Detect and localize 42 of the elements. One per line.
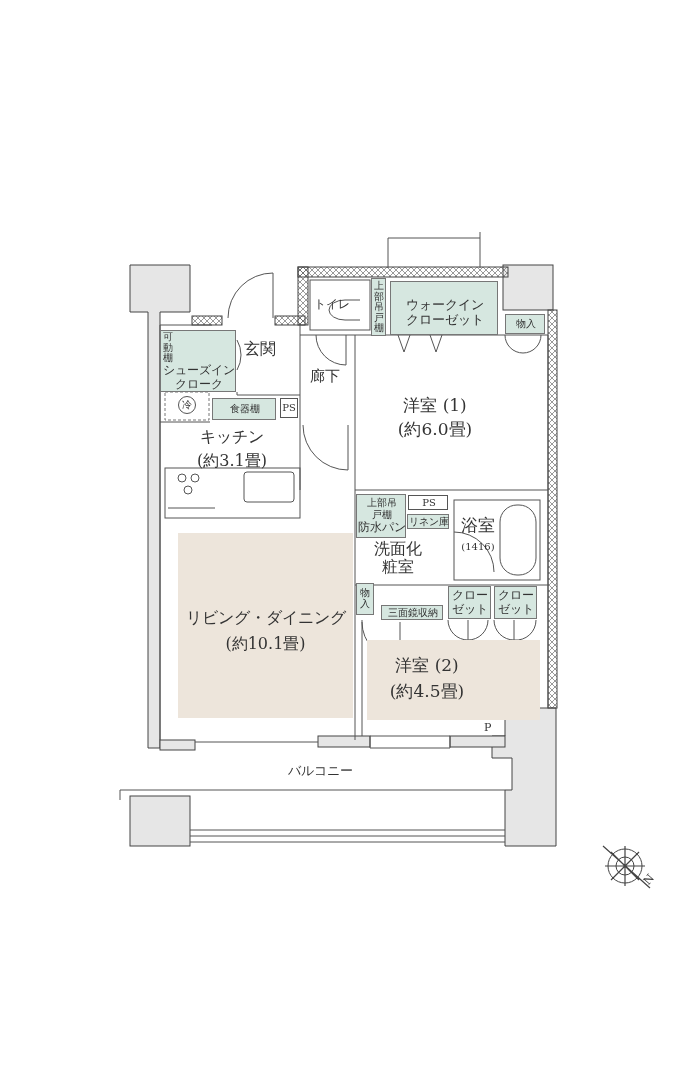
closet-box: [390, 281, 498, 335]
room-name: トイレ: [313, 298, 351, 312]
cupboard-label: 食器棚: [229, 403, 261, 415]
floor-area: (約6.0畳): [395, 420, 475, 440]
shoe-closet-box: [160, 330, 236, 392]
mirror-cabinet-box: [381, 605, 443, 620]
closet-label: クローゼット: [497, 589, 535, 617]
floor-area: (約10.1畳): [178, 635, 353, 654]
cabinet-box: [356, 494, 406, 538]
room-name: 洗面化粧室: [373, 540, 423, 577]
storage-box: [505, 314, 545, 334]
room-name: 洋室 (1): [402, 396, 468, 416]
floor-area: (約3.1畳): [188, 452, 276, 471]
storage-label: 物入: [515, 318, 537, 330]
north-label: N: [641, 872, 657, 887]
room-name: 廊下: [309, 368, 341, 386]
room-name: 浴室: [460, 516, 496, 536]
room-name: 洋室 (2): [394, 656, 460, 676]
shelf-label: 可動棚: [163, 332, 173, 364]
pan-label: 防水パン: [357, 521, 407, 535]
room-size: (1416): [460, 541, 496, 553]
cabinet-label: 三面鏡収納: [387, 607, 439, 619]
room-name: リビング・ダイニング: [184, 609, 347, 628]
storage-box: [356, 583, 374, 615]
room-name: 玄関: [243, 340, 277, 359]
storage-label: 物入: [360, 588, 370, 609]
floor-area: (約4.5畳): [367, 682, 487, 702]
fridge-label: 冷: [181, 399, 193, 411]
cupboard-box: [212, 398, 276, 420]
room-name: バルコニー: [286, 764, 354, 779]
living-room-area: [178, 533, 353, 718]
shaft-label: PS: [421, 497, 437, 509]
shaft-label: PS: [281, 402, 297, 414]
closet-label: シューズインクローク: [162, 364, 236, 392]
room-name: キッチン: [199, 428, 265, 447]
shaft-box: [280, 398, 298, 418]
closet-label: クローゼット: [451, 589, 489, 617]
closet-label: ウォークインクローゼット: [405, 298, 485, 328]
shaft-box: [408, 495, 448, 510]
shelf-label: 上部吊戸棚: [374, 281, 384, 334]
shelf-label: 上部吊戸棚: [367, 497, 397, 520]
bedroom-area: [367, 640, 540, 720]
